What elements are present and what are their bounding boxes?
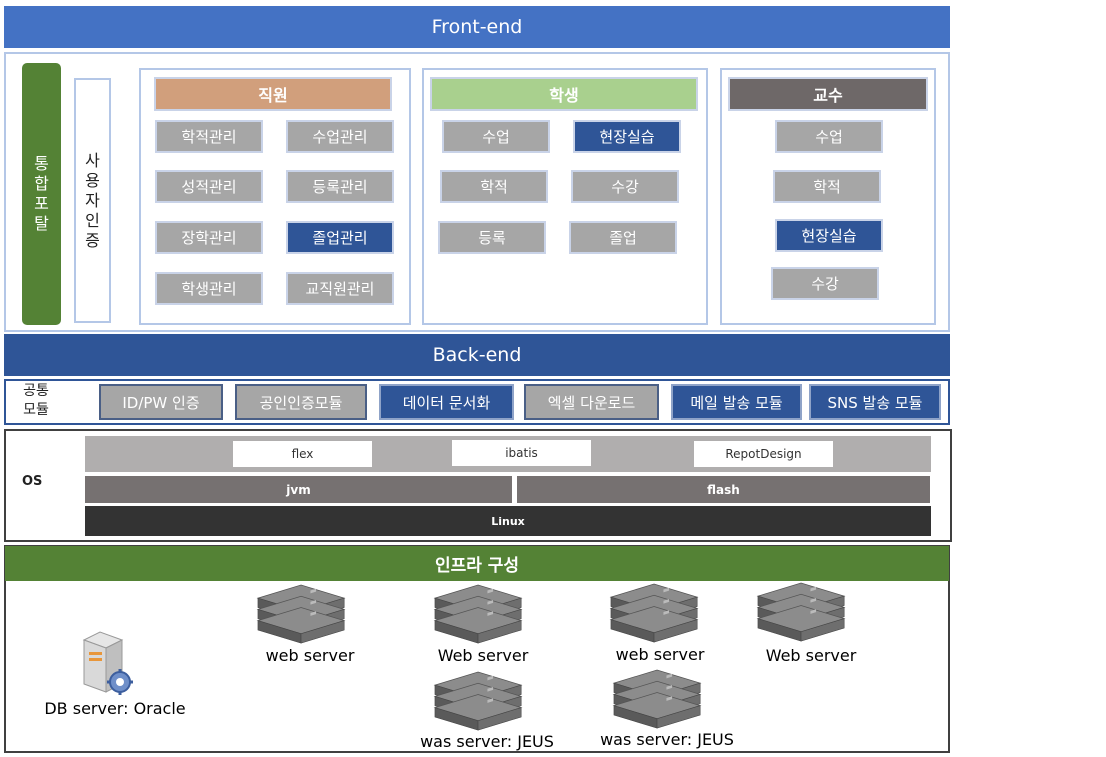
staff-item-registration[interactable]: 등록관리: [286, 170, 394, 203]
student-title: 학생: [549, 86, 579, 105]
integrated-portal-bar[interactable]: 통 합 포 탈: [22, 63, 61, 325]
common-label-line: 공통: [23, 383, 49, 399]
server-rack-icon: [432, 584, 526, 645]
user-auth-bar[interactable]: 사 용 자 인 증: [74, 78, 111, 323]
auth-char: 자: [85, 190, 100, 210]
module-sns-send[interactable]: SNS 발송 모듈: [809, 384, 941, 420]
db-server-gear-icon: [80, 630, 140, 696]
common-modules-row: [4, 379, 950, 425]
item-label: 장학관리: [181, 229, 237, 247]
item-label: 학생관리: [181, 280, 237, 298]
frontend-banner: Front-end: [4, 6, 950, 48]
frontend-title: Front-end: [431, 16, 523, 38]
web-server-label: web server: [615, 645, 705, 664]
professor-item-records[interactable]: 학적: [773, 170, 881, 203]
common-label-line: 모듈: [23, 402, 49, 418]
staff-item-graduation[interactable]: 졸업관리: [286, 221, 394, 254]
auth-char: 증: [85, 230, 100, 250]
item-label: 현장실습: [599, 128, 655, 146]
framework-ibatis: ibatis: [452, 440, 591, 466]
staff-item-students[interactable]: 학생관리: [155, 272, 263, 305]
student-header[interactable]: 학생: [430, 77, 698, 111]
server-rack-icon: [255, 584, 349, 645]
student-item-field-practice[interactable]: 현장실습: [573, 120, 681, 153]
os-label: OS: [22, 474, 43, 489]
item-label: 수업: [482, 128, 510, 146]
module-label: 공인인증모듈: [259, 393, 343, 412]
student-item-graduation[interactable]: 졸업: [569, 221, 677, 254]
professor-title: 교수: [813, 86, 843, 105]
was-server-label: was server: JEUS: [420, 732, 554, 751]
framework-flex: flex: [233, 441, 372, 467]
item-label: 학적: [480, 178, 508, 196]
frontend-area: [4, 52, 950, 332]
db-server-label: DB server: Oracle: [44, 699, 186, 718]
module-idpw-auth[interactable]: ID/PW 인증: [99, 384, 223, 420]
module-excel-download[interactable]: 엑셀 다운로드: [524, 384, 659, 420]
module-certificate[interactable]: 공인인증모듈: [235, 384, 367, 420]
linux-bar: Linux: [85, 506, 931, 536]
auth-char: 인: [85, 210, 100, 230]
item-label: 수강: [811, 275, 839, 293]
staff-item-faculty[interactable]: 교직원관리: [286, 272, 394, 305]
item-label: 학적관리: [181, 128, 237, 146]
portal-char: 탈: [34, 214, 49, 233]
staff-item-class-management[interactable]: 수업관리: [286, 120, 394, 153]
staff-item-grades[interactable]: 성적관리: [155, 170, 263, 203]
module-label: 메일 발송 모듈: [690, 393, 783, 412]
flash-bar: flash: [517, 476, 930, 503]
professor-item-enrollment[interactable]: 수강: [771, 267, 879, 300]
professor-item-field-practice[interactable]: 현장실습: [775, 219, 883, 252]
student-item-class[interactable]: 수업: [442, 120, 550, 153]
professor-header[interactable]: 교수: [728, 77, 928, 111]
portal-char: 합: [34, 174, 49, 193]
item-label: 수강: [611, 178, 639, 196]
os-section: [4, 429, 952, 542]
item-label: 등록: [478, 229, 506, 247]
item-label: 등록관리: [312, 178, 368, 196]
framework-reportdesign: RepotDesign: [694, 441, 833, 467]
server-rack-icon: [755, 582, 849, 643]
module-mail-send[interactable]: 메일 발송 모듈: [671, 384, 802, 420]
item-label: 성적관리: [181, 178, 237, 196]
server-rack-icon: [432, 671, 526, 732]
module-label: SNS 발송 모듈: [827, 393, 923, 412]
item-label: 학적: [813, 178, 841, 196]
auth-char: 용: [85, 170, 100, 190]
item-label: 교직원관리: [305, 280, 375, 298]
staff-item-academic-records[interactable]: 학적관리: [155, 120, 263, 153]
item-label: 졸업: [609, 229, 637, 247]
web-server-label: Web server: [437, 646, 529, 665]
module-data-documentation[interactable]: 데이터 문서화: [379, 384, 514, 420]
staff-title: 직원: [258, 86, 288, 105]
backend-title: Back-end: [432, 344, 522, 366]
backend-banner: Back-end: [4, 334, 950, 376]
professor-item-class[interactable]: 수업: [775, 120, 883, 153]
module-label: 엑셀 다운로드: [547, 393, 636, 412]
infra-title: 인프라 구성: [434, 556, 520, 576]
module-label: ID/PW 인증: [122, 393, 200, 412]
web-server-label: web server: [265, 646, 355, 665]
item-label: 졸업관리: [312, 229, 368, 247]
staff-item-scholarship[interactable]: 장학관리: [155, 221, 263, 254]
infra-banner: 인프라 구성: [5, 546, 949, 581]
was-server-label: was server: JEUS: [600, 730, 734, 749]
web-server-label: Web server: [765, 646, 857, 665]
server-rack-icon: [608, 583, 702, 644]
module-label: 데이터 문서화: [402, 393, 491, 412]
common-modules-label: 공통 모듈: [16, 382, 56, 422]
item-label: 수업관리: [312, 128, 368, 146]
portal-char: 통: [34, 154, 49, 173]
jvm-bar: jvm: [85, 476, 512, 503]
item-label: 현장실습: [801, 227, 857, 245]
portal-char: 포: [34, 194, 49, 213]
student-item-records[interactable]: 학적: [440, 170, 548, 203]
auth-char: 사: [85, 150, 100, 170]
server-rack-icon: [611, 669, 705, 730]
staff-header[interactable]: 직원: [154, 77, 392, 111]
student-item-registration[interactable]: 등록: [438, 221, 546, 254]
item-label: 수업: [815, 128, 843, 146]
student-item-enrollment[interactable]: 수강: [571, 170, 679, 203]
